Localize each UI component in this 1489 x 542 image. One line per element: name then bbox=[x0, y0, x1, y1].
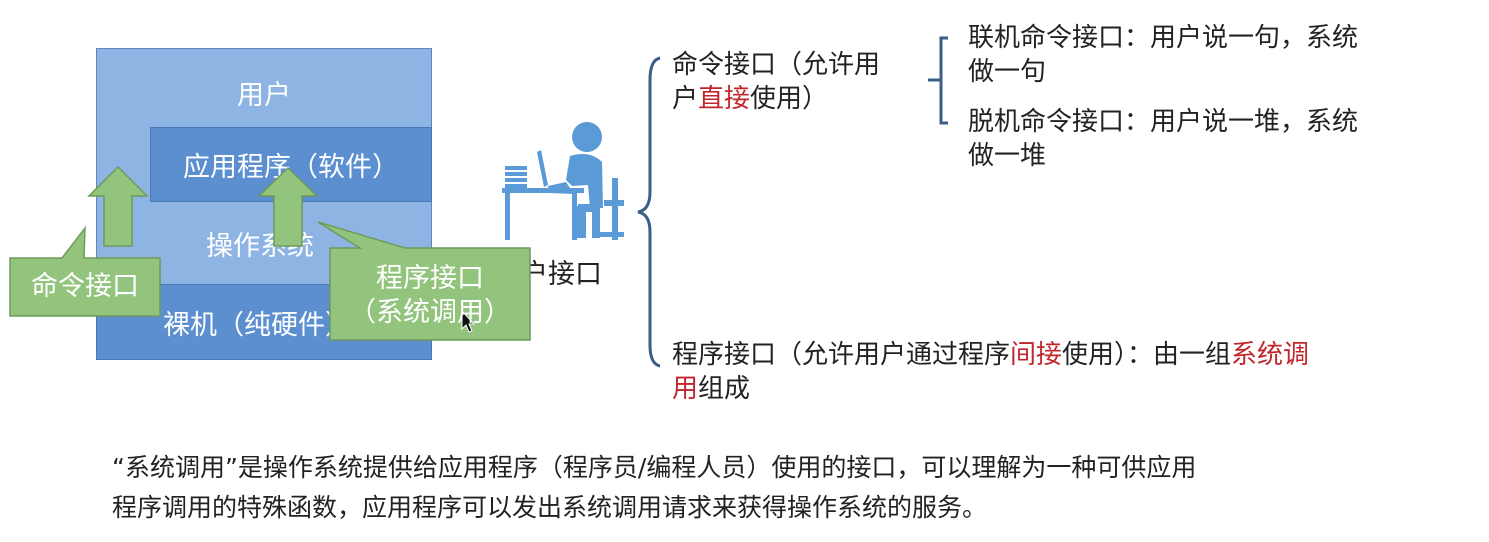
offline-command-line1: 脱机命令接口：用户说一堆，系统 bbox=[968, 107, 1359, 137]
command-interface-label: 命令接口 bbox=[31, 271, 139, 302]
program-interface-callout: 程序接口 （系统调用） bbox=[334, 262, 526, 330]
command-line2-post: 使用） bbox=[750, 84, 829, 114]
description-line2: 程序调用的特殊函数，应用程序可以发出系统调用请求来获得操作系统的服务。 bbox=[112, 493, 988, 522]
program-line1-pre: 程序接口（允许用户通过程序 bbox=[672, 340, 1011, 370]
command-callout-shape bbox=[9, 225, 161, 317]
command-line2-pre: 户 bbox=[672, 84, 699, 114]
program-interface-label: 程序接口 bbox=[376, 263, 484, 294]
online-command-node: 联机命令接口：用户说一句，系统 做一句 bbox=[968, 21, 1358, 89]
system-call-label: （系统调用） bbox=[349, 297, 511, 328]
main-brace bbox=[637, 56, 661, 368]
user-at-computer-icon bbox=[502, 122, 624, 240]
offline-command-node: 脱机命令接口：用户说一堆，系统 做一堆 bbox=[968, 105, 1358, 173]
program-up-arrow bbox=[257, 166, 319, 247]
command-interface-line2: 户直接使用） bbox=[672, 82, 880, 116]
indirect-highlight: 间接 bbox=[1010, 340, 1063, 370]
command-interface-line1: 命令接口（允许用 bbox=[672, 50, 881, 80]
offline-command-line2: 做一堆 bbox=[968, 141, 1047, 171]
program-interface-line2: 用组成 bbox=[672, 372, 1309, 406]
system-call-description: “系统调用”是操作系统提供给应用程序（程序员/编程人员）使用的接口，可以理解为一… bbox=[112, 448, 1452, 528]
description-line1: “系统调用”是操作系统提供给应用程序（程序员/编程人员）使用的接口，可以理解为一… bbox=[112, 453, 1197, 482]
program-interface-node: 程序接口（允许用户通过程序间接使用）：由一组系统调 用组成 bbox=[672, 338, 1309, 406]
hardware-layer-label: 裸机（纯硬件） bbox=[163, 309, 352, 341]
online-command-line1: 联机命令接口：用户说一句，系统 bbox=[968, 23, 1359, 53]
online-command-line2: 做一句 bbox=[968, 57, 1047, 87]
program-callout-shape bbox=[317, 221, 531, 341]
command-interface-callout: 命令接口 bbox=[12, 270, 158, 304]
mouse-cursor-icon bbox=[461, 309, 476, 333]
system-call-highlight-2: 用 bbox=[672, 374, 699, 404]
sub-bracket bbox=[928, 36, 948, 125]
system-call-highlight-1: 系统调 bbox=[1231, 340, 1310, 370]
direct-highlight: 直接 bbox=[698, 84, 751, 114]
program-line1-mid: 使用）：由一组 bbox=[1062, 340, 1232, 370]
program-interface-line1: 程序接口（允许用户通过程序间接使用）：由一组系统调 bbox=[672, 338, 1309, 372]
user-layer-label: 用户 bbox=[237, 80, 291, 111]
program-line2-post: 组成 bbox=[698, 374, 751, 404]
command-up-arrow bbox=[87, 165, 149, 247]
command-interface-node: 命令接口（允许用 户直接使用） bbox=[672, 48, 880, 116]
